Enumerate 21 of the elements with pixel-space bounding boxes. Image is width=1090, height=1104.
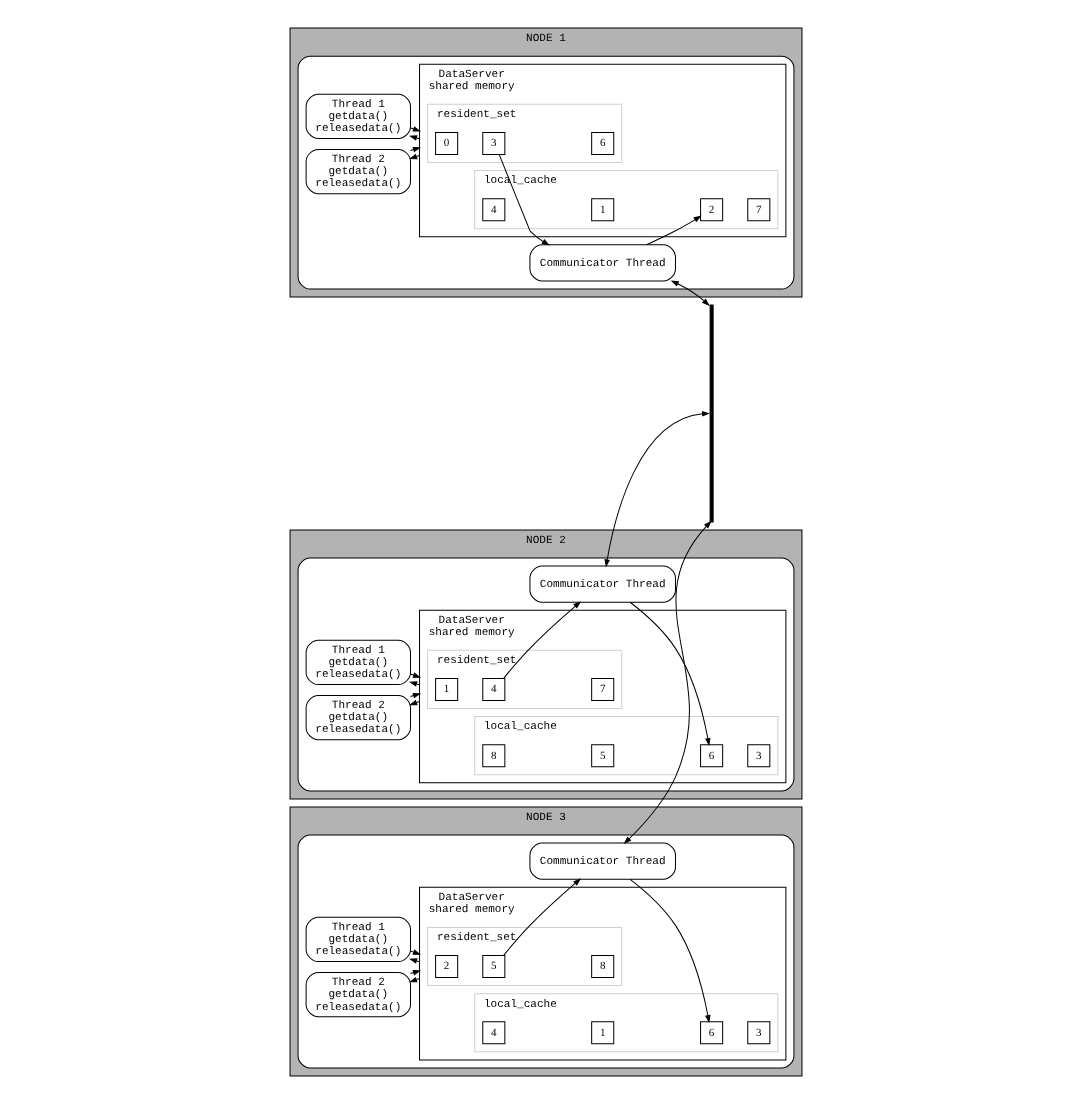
arrow: [628, 878, 710, 1023]
arrow: [409, 958, 420, 964]
arrow: [409, 977, 420, 983]
arrow: [628, 601, 710, 746]
arrow: [409, 693, 420, 699]
arrow: [623, 521, 711, 844]
arrow: [409, 154, 420, 160]
arrow: [409, 146, 420, 152]
arrow: [409, 126, 420, 132]
arrow: [502, 878, 580, 956]
arrow: [645, 215, 700, 246]
arrow: [409, 949, 420, 955]
arrow: [603, 411, 709, 567]
arrow: [670, 280, 709, 306]
arrow: [409, 135, 420, 141]
arrow: [409, 970, 420, 976]
arrow: [502, 601, 580, 679]
arrow: [409, 681, 420, 687]
arrow: [409, 700, 420, 706]
node-bar: [708, 304, 713, 523]
arrow: [409, 672, 420, 678]
